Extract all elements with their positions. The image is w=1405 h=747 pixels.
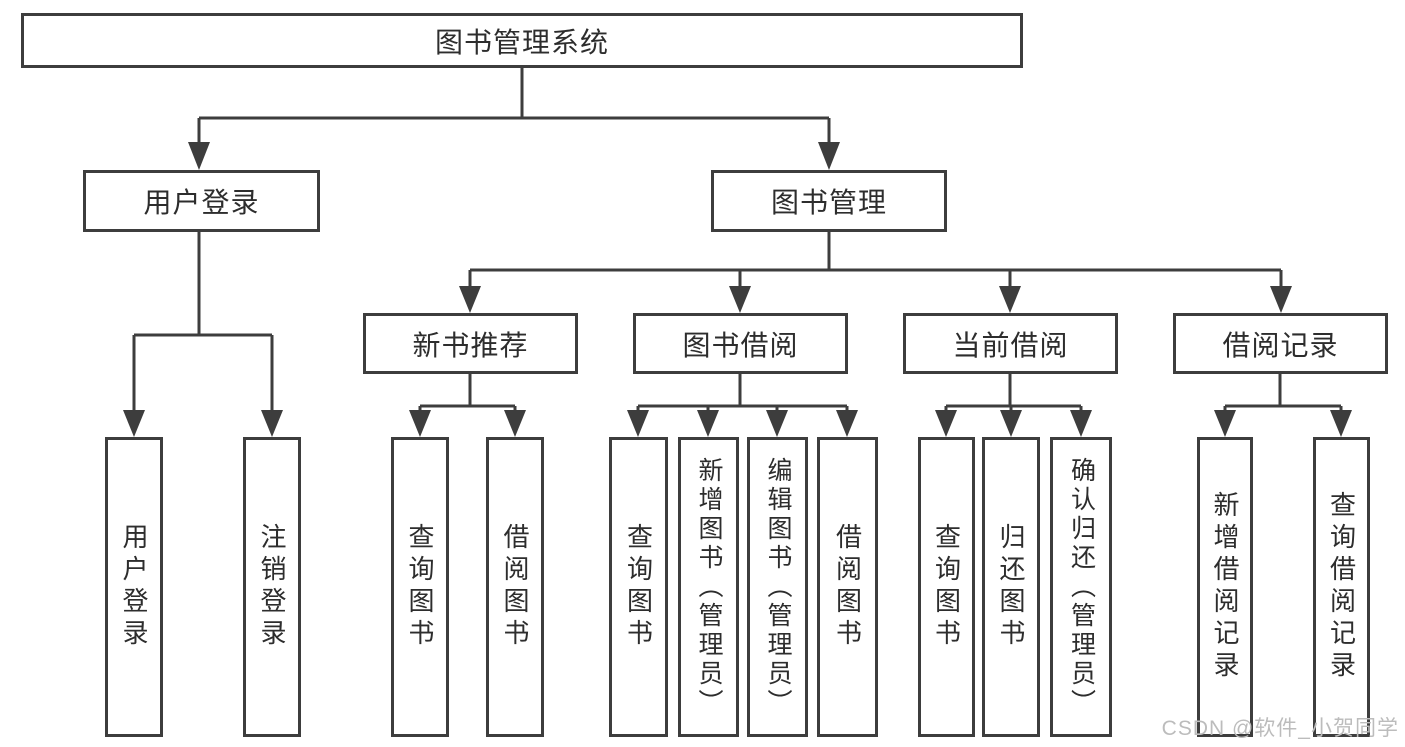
arrow-icon [1330, 410, 1352, 437]
connector-root [197, 68, 831, 146]
arrow-icon [409, 410, 431, 437]
csdn-watermark: CSDN @软件_小贺同学 [1161, 717, 1399, 740]
node-root-system: 图书管理系统 [21, 13, 1023, 68]
connector-current-borrow [944, 374, 1083, 414]
arrow-icon [697, 410, 719, 437]
node-borrowing-records: 借阅记录 [1173, 313, 1388, 374]
connector-user-login [132, 232, 274, 412]
node-user-login: 用户登录 [83, 170, 320, 232]
leaf-edit-book-admin: 编辑图书（管理员） [747, 437, 808, 737]
leaf-borrow-books-2: 借阅图书 [817, 437, 878, 737]
arrow-icon [935, 410, 957, 437]
connector-book-management [468, 232, 1283, 290]
arrow-icon [999, 286, 1021, 313]
node-current-borrowing: 当前借阅 [903, 313, 1118, 374]
leaf-add-borrow-record: 新增借阅记录 [1197, 437, 1253, 737]
arrow-icon [627, 410, 649, 437]
arrow-icon [1214, 410, 1236, 437]
arrow-icon [818, 142, 840, 170]
arrowheads [123, 142, 1352, 437]
arrow-icon [1070, 410, 1092, 437]
leaf-query-books-3: 查询图书 [918, 437, 975, 737]
node-new-book-recommend: 新书推荐 [363, 313, 578, 374]
arrow-icon [261, 410, 283, 437]
leaf-borrow-books: 借阅图书 [486, 437, 544, 737]
leaf-confirm-return-admin: 确认归还（管理员） [1050, 437, 1112, 737]
node-book-borrowing: 图书借阅 [633, 313, 848, 374]
leaf-query-borrow-record: 查询借阅记录 [1313, 437, 1370, 737]
arrow-icon [459, 286, 481, 313]
arrow-icon [836, 410, 858, 437]
arrow-icon [766, 410, 788, 437]
leaf-user-login: 用户登录 [105, 437, 163, 737]
leaf-query-books-2: 查询图书 [609, 437, 668, 737]
connector-book-borrow [636, 374, 849, 414]
arrow-icon [1000, 410, 1022, 437]
arrow-icon [123, 410, 145, 437]
connector-borrow-record [1223, 374, 1343, 414]
leaf-add-book-admin: 新增图书（管理员） [678, 437, 739, 737]
arrow-icon [188, 142, 210, 170]
leaf-logout: 注销登录 [243, 437, 301, 737]
arrow-icon [504, 410, 526, 437]
leaf-query-books: 查询图书 [391, 437, 449, 737]
connector-new-book [418, 374, 517, 414]
arrow-icon [1270, 286, 1292, 313]
leaf-return-book: 归还图书 [982, 437, 1040, 737]
arrow-icon [729, 286, 751, 313]
node-book-management: 图书管理 [711, 170, 947, 232]
